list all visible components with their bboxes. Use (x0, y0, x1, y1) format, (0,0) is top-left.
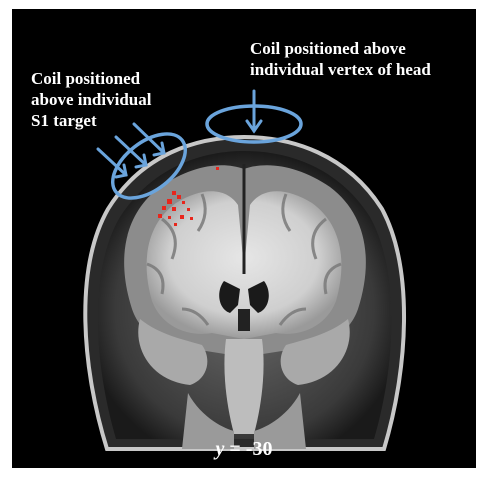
s1-label-line-3: S1 target (31, 110, 151, 131)
slice-caption: y = -30 (12, 437, 476, 461)
vertex-coil-label: Coil positioned above individual vertex … (250, 38, 431, 80)
s1-coil-label: Coil positioned above individual S1 targ… (31, 68, 151, 131)
vertex-label-line-2: individual vertex of head (250, 59, 431, 80)
s1-label-line-1: Coil positioned (31, 68, 151, 89)
mri-figure: Coil positioned above individual S1 targ… (12, 9, 476, 468)
caption-value: = -30 (224, 438, 272, 460)
vertex-label-line-1: Coil positioned above (250, 38, 431, 59)
s1-label-line-2: above individual (31, 89, 151, 110)
vertex-arrow (247, 91, 261, 131)
